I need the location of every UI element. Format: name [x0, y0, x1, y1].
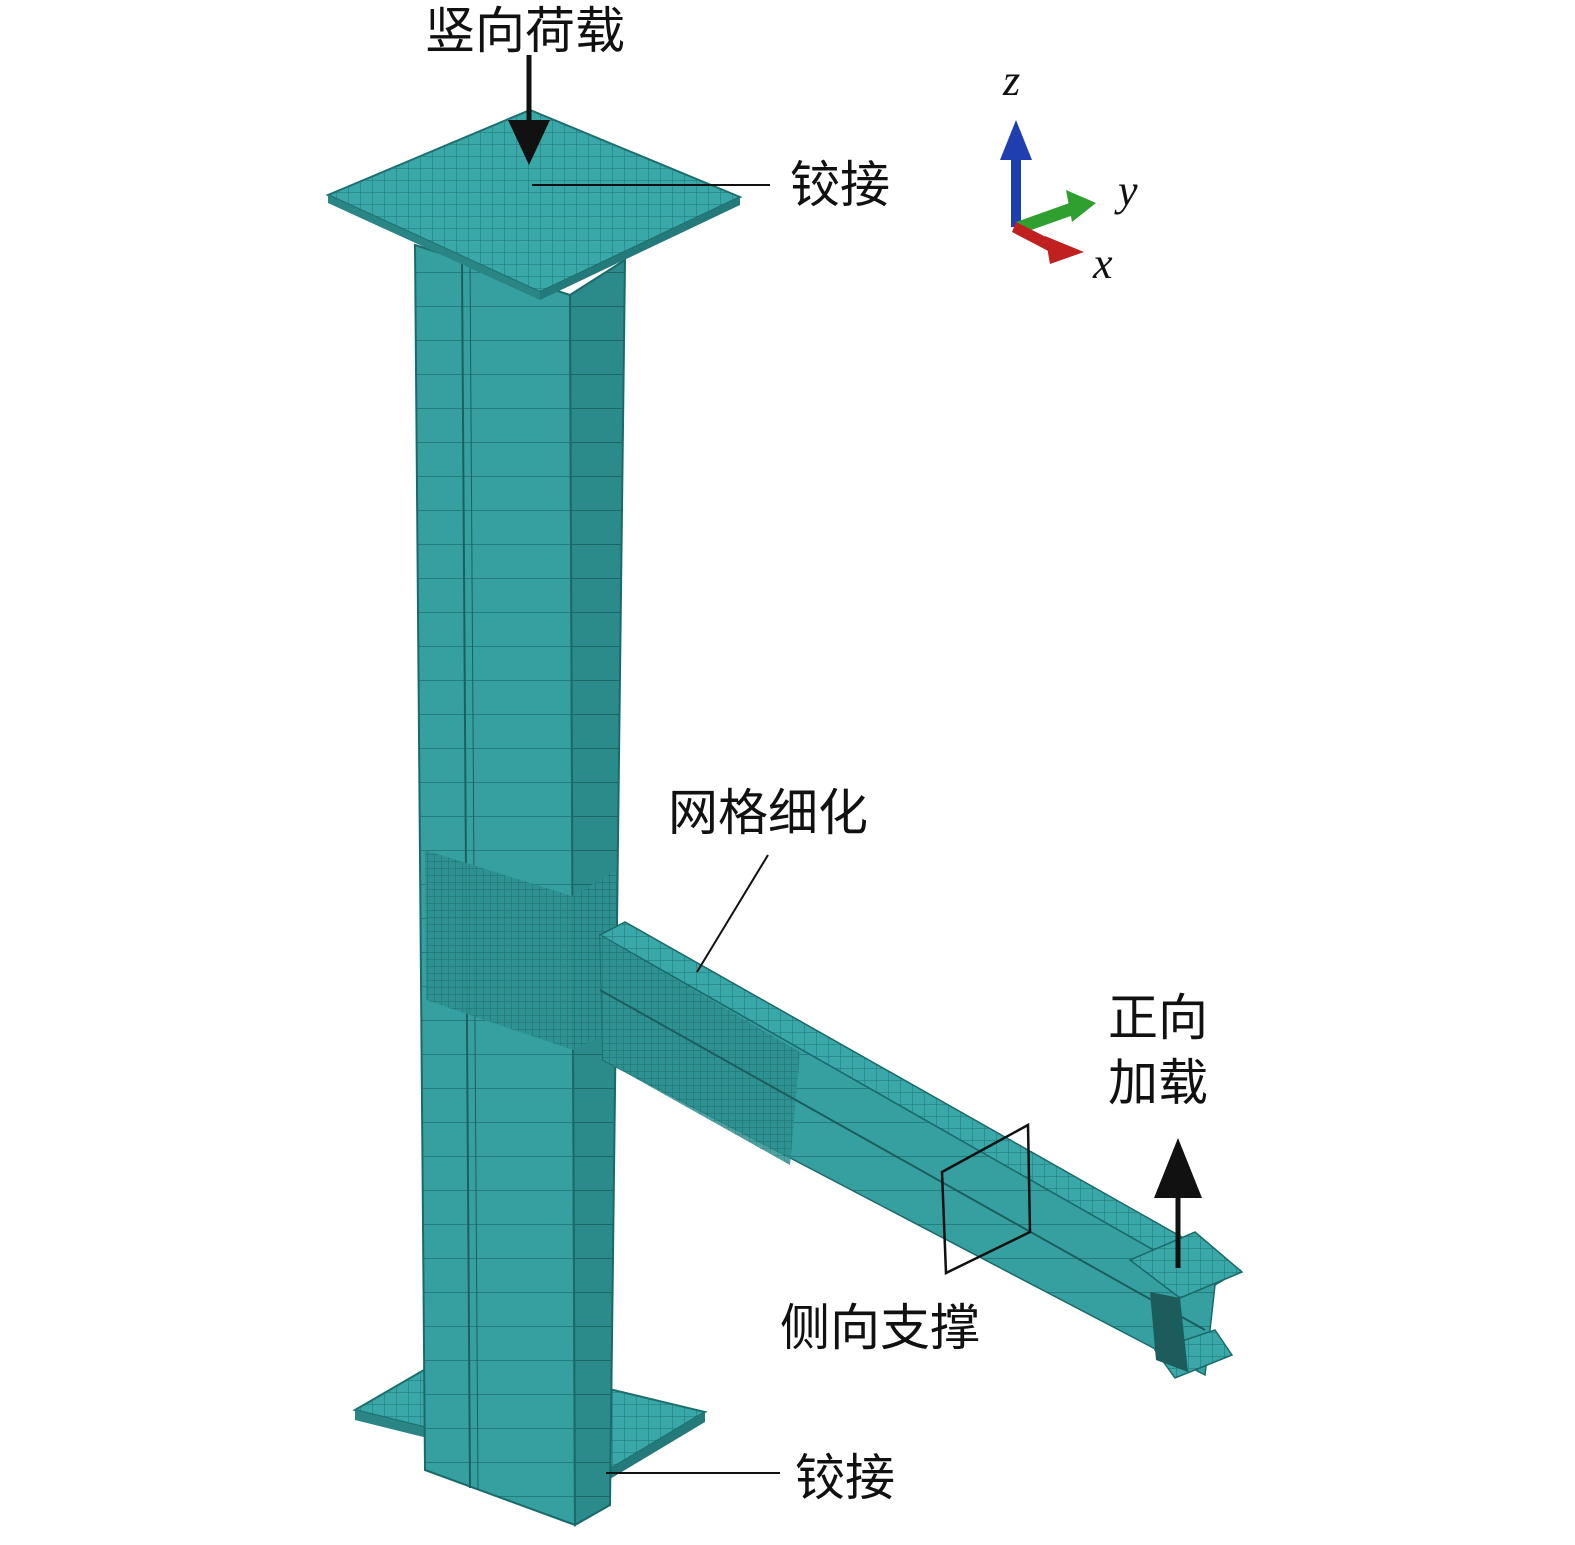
lateral-support-frame [940, 1122, 1032, 1275]
lateral-support-label: 侧向支撑 [780, 1299, 980, 1357]
arrow-down-icon [508, 55, 550, 165]
axis-y-label: y [1114, 166, 1138, 215]
arrow-up-icon [1154, 1138, 1202, 1268]
mesh-refine-label: 网格细化 [668, 784, 868, 842]
hinge-top-label: 铰接 [790, 156, 890, 214]
hinge-bottom-label: 铰接 [795, 1449, 895, 1507]
axis-triad-icon [1000, 120, 1096, 264]
vertical-load-label: 竖向荷载 [425, 2, 625, 60]
axis-x-label: x [1092, 239, 1113, 288]
positive-load-label-1: 正向 [1108, 989, 1208, 1047]
beam [598, 921, 1244, 1379]
leader-lines [532, 184, 780, 1474]
axis-z-label: z [1002, 56, 1020, 105]
positive-load-label-2: 加载 [1108, 1054, 1208, 1112]
top-plate [325, 108, 743, 300]
column [413, 243, 627, 1527]
